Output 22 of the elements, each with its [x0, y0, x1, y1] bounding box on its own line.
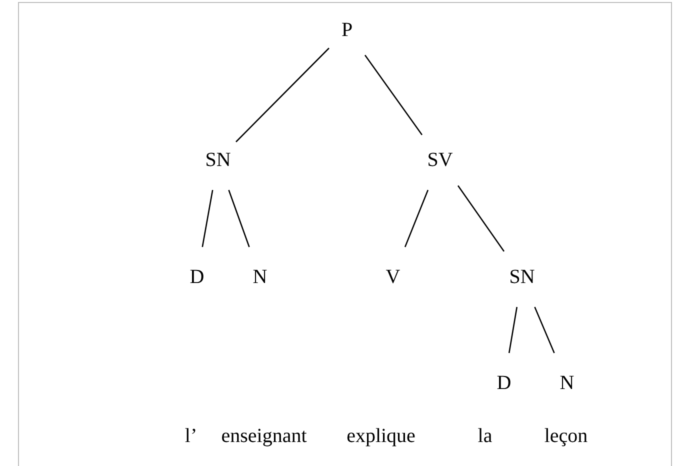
- word-label: la: [478, 424, 492, 448]
- category-label: V: [386, 266, 400, 288]
- word-label: explique: [346, 424, 416, 448]
- tree-branch-line: [228, 190, 250, 248]
- word-label: leçon: [544, 424, 588, 448]
- tree-branch-line: [202, 190, 214, 248]
- tree-branch-line: [236, 48, 330, 142]
- word-label: l’: [184, 424, 198, 448]
- category-label: N: [252, 266, 268, 288]
- tree-branch-line: [457, 185, 505, 252]
- category-label: N: [560, 372, 574, 394]
- tree-branch-line: [404, 190, 429, 248]
- category-label: P: [341, 18, 353, 42]
- category-label: SV: [427, 148, 453, 172]
- tree-branch-line: [364, 54, 423, 136]
- category-label: SN: [205, 148, 231, 172]
- category-label: SN: [509, 266, 535, 288]
- tree-branch-line: [534, 306, 555, 354]
- tree-branch-line: [508, 306, 518, 354]
- category-label: D: [496, 372, 512, 394]
- word-label: enseignant: [221, 424, 307, 448]
- category-label: D: [190, 266, 204, 288]
